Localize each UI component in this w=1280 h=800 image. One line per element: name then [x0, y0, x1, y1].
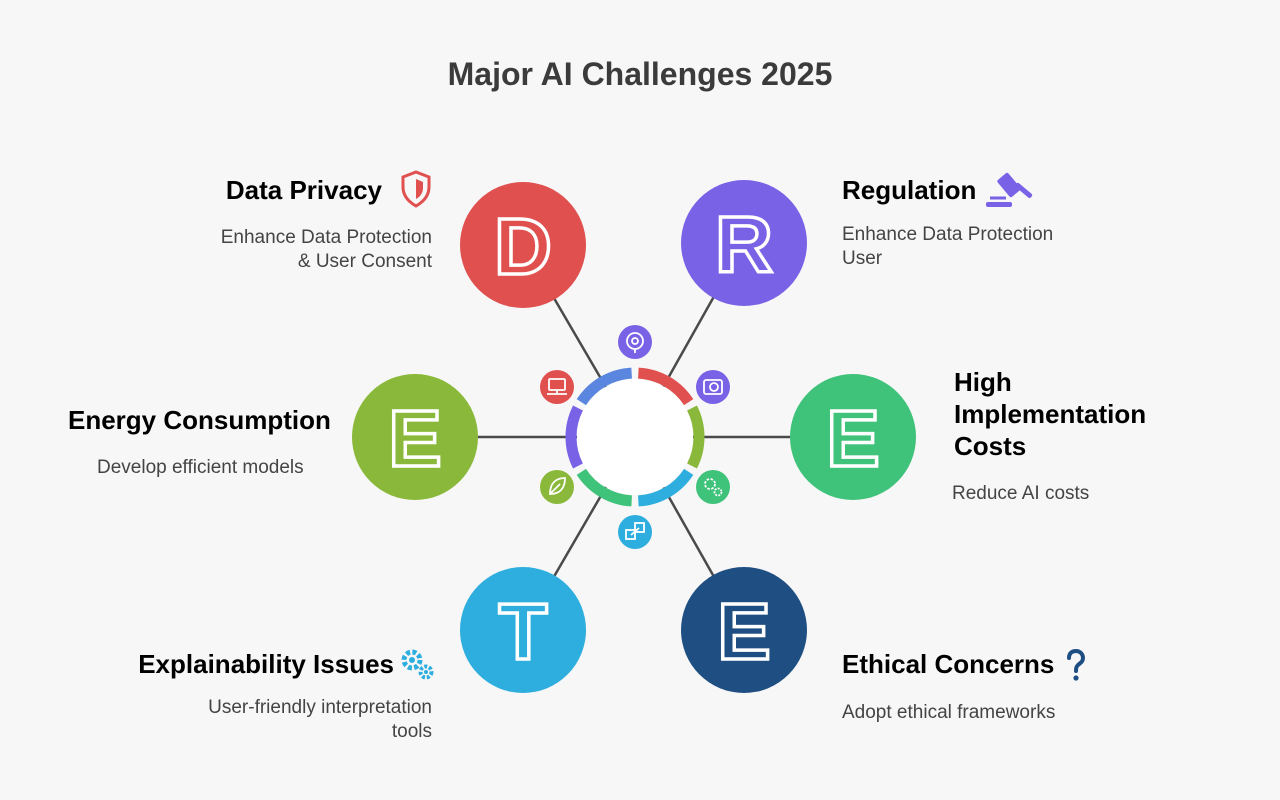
hub-icons	[540, 325, 730, 549]
data-privacy-desc-line-2: & User Consent	[297, 251, 432, 272]
gears-icon	[401, 649, 434, 680]
explainability-issues-circle	[460, 567, 586, 693]
hub-arc-segment	[576, 367, 633, 406]
shield-icon	[401, 170, 431, 208]
explainability-issues-desc: User-friendly interpretation tools	[130, 696, 432, 744]
costs-title-line-1: High	[954, 367, 1012, 397]
hub-center	[577, 379, 693, 495]
high-implementation-costs-title: High Implementation Costs	[954, 366, 1146, 462]
costs-desc-line-1: Reduce AI costs	[952, 483, 1090, 504]
data-privacy-title: Data Privacy	[225, 175, 382, 205]
costs-title-line-2: Implementation	[954, 399, 1147, 429]
regulation-desc: Enhance Data Protection User	[842, 223, 1053, 271]
energy-consumption-circle	[352, 374, 478, 500]
regulation-desc-line-1: Enhance Data Protection	[842, 224, 1054, 245]
costs-title-line-3: Costs	[954, 431, 1027, 461]
regulation-desc-line-2: User	[842, 248, 883, 269]
ethical-concerns-title: Ethical Concerns	[842, 649, 1055, 679]
regulation-title: Regulation	[842, 175, 977, 205]
high-implementation-costs-desc: Reduce AI costs	[952, 482, 1089, 506]
letter-circles: D R E E T E	[352, 180, 916, 693]
page-title: Major AI Challenges 2025	[447, 56, 833, 92]
leaf-icon	[540, 470, 574, 504]
high-implementation-costs-letter: E	[826, 394, 879, 483]
brain-icon	[618, 325, 652, 359]
ethical-concerns-circle	[681, 567, 807, 693]
gears-icon	[696, 470, 730, 504]
data-privacy-desc: Enhance Data Protection & User Consent	[150, 226, 432, 274]
regulation-circle	[681, 180, 807, 306]
energy-consumption-letter: E	[388, 394, 441, 483]
hub-arc-segment	[576, 468, 633, 507]
explainability-issues-title: Explainability Issues	[138, 649, 394, 679]
data-privacy-letter: D	[494, 202, 552, 291]
gavel-icon	[986, 172, 1033, 207]
energy-desc-line-1: Develop efficient models	[97, 457, 304, 478]
hub-arc-segment	[637, 468, 694, 507]
ethical-concerns-letter: E	[717, 587, 770, 676]
explainability-desc-line-1: User-friendly interpretation	[208, 697, 432, 718]
puzzle-icon	[618, 515, 652, 549]
energy-consumption-desc: Develop efficient models	[97, 456, 304, 480]
hub-ring	[565, 367, 705, 507]
hub-arc-segment	[687, 405, 705, 469]
computer-icon	[540, 370, 574, 404]
hub-arc-segment	[637, 367, 694, 406]
ethical-desc-line-1: Adopt ethical frameworks	[842, 702, 1056, 723]
hub-arc-segment	[565, 405, 583, 469]
data-privacy-circle	[460, 182, 586, 308]
energy-consumption-title: Energy Consumption	[68, 405, 331, 435]
question-icon	[1067, 648, 1086, 681]
regulation-letter: R	[715, 200, 773, 289]
ethical-concerns-desc: Adopt ethical frameworks	[842, 701, 1055, 725]
explainability-issues-letter: T	[499, 587, 548, 676]
explainability-desc-line-2: tools	[391, 721, 432, 742]
photo-icon	[696, 370, 730, 404]
high-implementation-costs-circle	[790, 374, 916, 500]
data-privacy-desc-line-1: Enhance Data Protection	[220, 227, 432, 248]
